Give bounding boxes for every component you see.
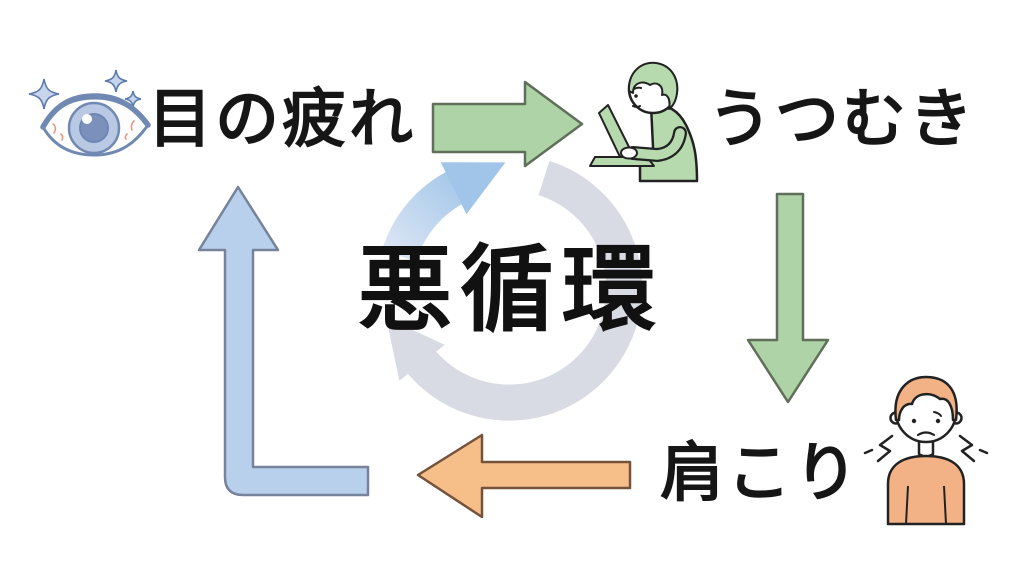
eyebrow <box>633 86 642 90</box>
arrow-eyestrain-to-utsumuki <box>431 80 584 168</box>
sparkle-icon <box>28 78 60 110</box>
pain-tick-left <box>863 448 874 455</box>
hand <box>620 146 638 160</box>
eye-dot <box>935 418 941 424</box>
hair <box>894 375 958 422</box>
eyebrow <box>933 411 942 417</box>
arrow-return-to-eyestrain <box>197 185 370 497</box>
cycle-arrows-icon <box>381 160 643 421</box>
tired-eye-icon <box>28 69 151 157</box>
cycle-arc-blue <box>381 162 506 262</box>
torso <box>886 454 966 526</box>
center-label-vicious-cycle: 悪循環 <box>358 236 665 345</box>
eye-veins <box>52 120 135 141</box>
arrow-katakori-return <box>416 433 632 519</box>
node-label-utsumuki: うつむき <box>708 83 976 157</box>
eye-dot <box>634 94 638 98</box>
arm <box>628 128 685 160</box>
mouth <box>632 105 641 108</box>
pain-zigzag-left <box>876 434 894 463</box>
eye-highlight <box>82 114 92 124</box>
hair <box>627 61 679 110</box>
cycle-arc-gray <box>386 160 643 421</box>
node-label-eye-strain: 目の疲れ <box>148 83 416 157</box>
pain-tick-right <box>978 448 989 455</box>
shoulder-pain-person-icon <box>863 375 989 526</box>
person-at-laptop-icon <box>589 61 699 183</box>
node-label-katakori: 肩こり <box>660 437 861 511</box>
sparkle-icon <box>104 69 128 93</box>
arrow-utsumuki-to-katakori <box>746 192 830 404</box>
arm-lines <box>905 485 947 525</box>
upper-eyelid <box>40 93 151 130</box>
mouth <box>916 431 936 437</box>
pain-zigzag-right <box>958 434 976 463</box>
eye-dot <box>911 418 917 424</box>
